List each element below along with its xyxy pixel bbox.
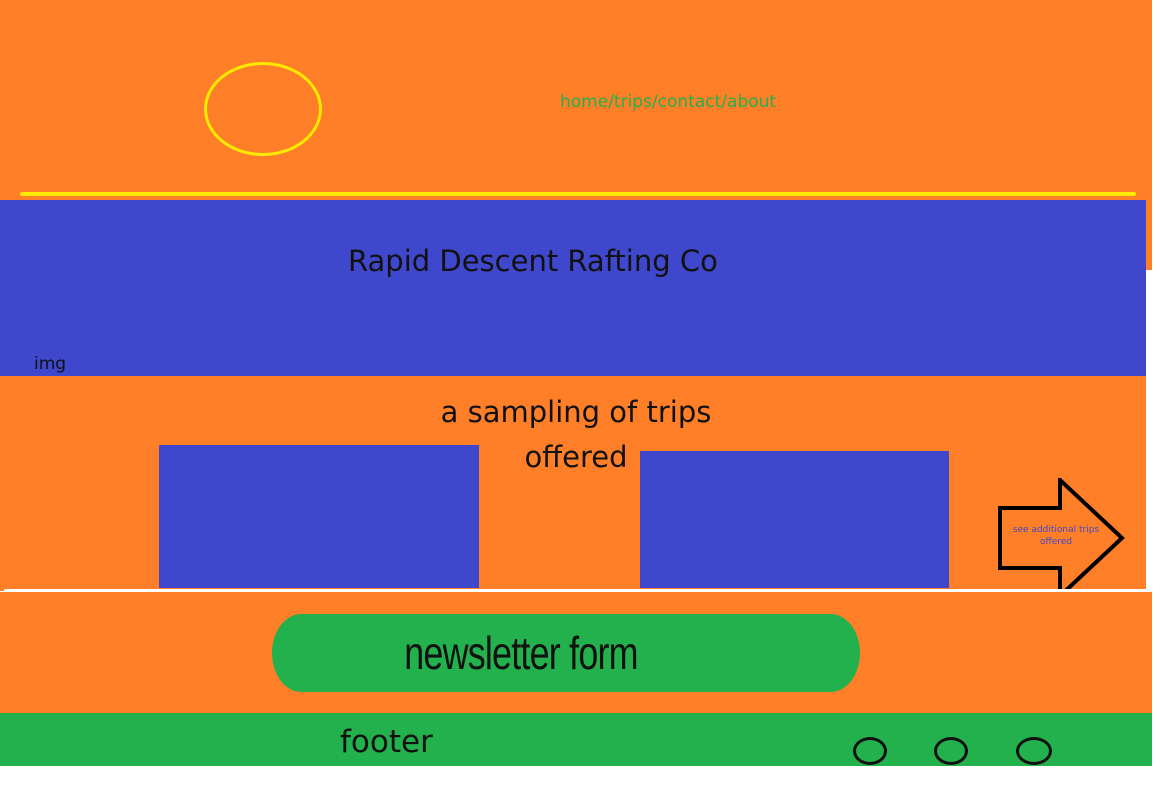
hero-banner <box>0 200 1146 376</box>
arrow-right-icon[interactable] <box>998 478 1126 600</box>
footer <box>0 713 1152 766</box>
newsletter-form[interactable] <box>272 614 860 692</box>
social-icon[interactable] <box>934 737 968 765</box>
more-trips-link[interactable]: see additional trips offered <box>1012 525 1100 547</box>
newsletter-form-label: newsletter form <box>404 627 638 679</box>
footer-label: footer <box>340 724 433 760</box>
header-divider <box>20 192 1136 196</box>
hero-title: Rapid Descent Rafting Co <box>348 244 718 278</box>
header <box>0 0 1152 200</box>
section-divider <box>4 589 1152 592</box>
logo-placeholder[interactable] <box>204 62 322 156</box>
trip-card[interactable] <box>159 445 479 588</box>
social-icon[interactable] <box>1016 737 1052 765</box>
social-icon[interactable] <box>853 737 887 765</box>
hero-image-label: img <box>34 354 67 374</box>
trips-heading: a sampling of trips offered <box>440 395 712 474</box>
right-edge-strip <box>1146 200 1152 270</box>
nav-links[interactable]: home/trips/contact/about <box>560 92 777 112</box>
trip-card[interactable] <box>640 451 949 588</box>
